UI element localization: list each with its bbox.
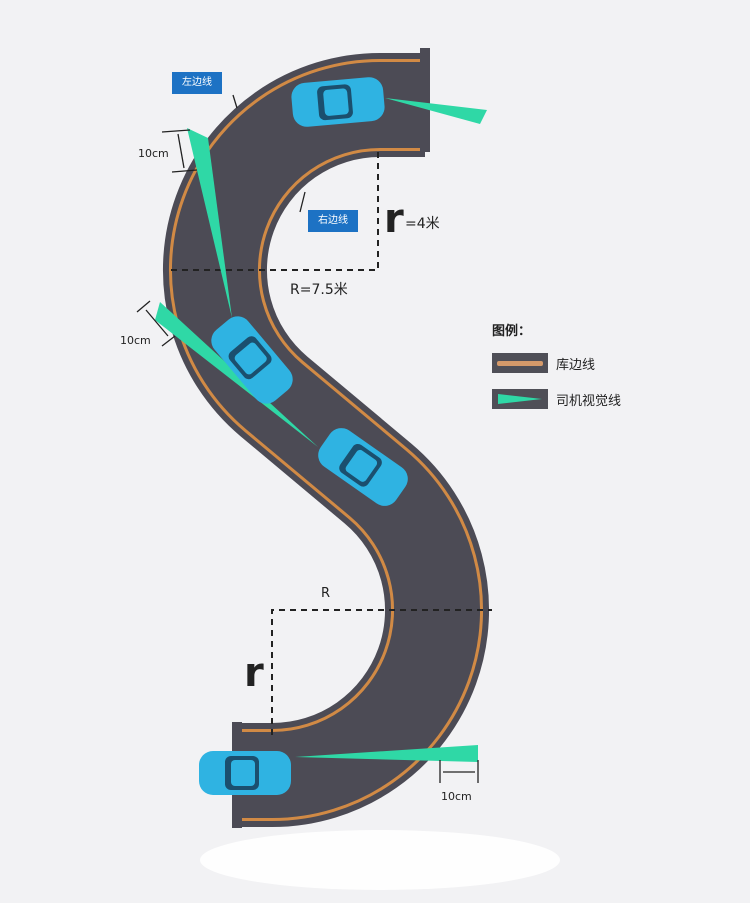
right-edge-label: 右边线 — [308, 210, 358, 232]
car-icon — [291, 77, 385, 127]
legend-item-sight-line: 司机视觉线 — [492, 389, 621, 409]
ground-shadow — [200, 830, 560, 890]
cars — [199, 77, 408, 795]
bottom-big-radius-label: R — [321, 586, 331, 601]
dimension-mid-label: 10cm — [120, 334, 151, 347]
legend-label: 司机视觉线 — [556, 393, 622, 409]
car-icon — [318, 428, 408, 506]
bottom-small-radius-label: r — [244, 650, 264, 696]
left-edge-label: 左边线 — [172, 72, 222, 94]
edge-line-swatch-icon — [492, 353, 548, 373]
sight-cone-2 — [187, 128, 232, 318]
sight-cone-1 — [385, 98, 487, 124]
dimension-marks — [136, 94, 479, 783]
dimension-bottom-label: 10cm — [441, 790, 472, 803]
small-radius-value: =4米 — [405, 216, 440, 232]
radius-guides — [170, 152, 492, 735]
legend-item-edge-line: 库边线 — [492, 353, 595, 373]
car-icon — [211, 316, 293, 404]
big-radius-label: R=7.5米 — [290, 282, 348, 298]
legend-label: 库边线 — [556, 357, 596, 373]
sight-line-swatch-icon — [492, 389, 548, 409]
legend-title: 图例： — [492, 324, 532, 339]
dimension-top-label: 10cm — [138, 147, 169, 160]
small-radius-symbol: r — [384, 196, 404, 242]
sight-cone-4 — [295, 745, 478, 762]
car-icon — [199, 751, 291, 795]
